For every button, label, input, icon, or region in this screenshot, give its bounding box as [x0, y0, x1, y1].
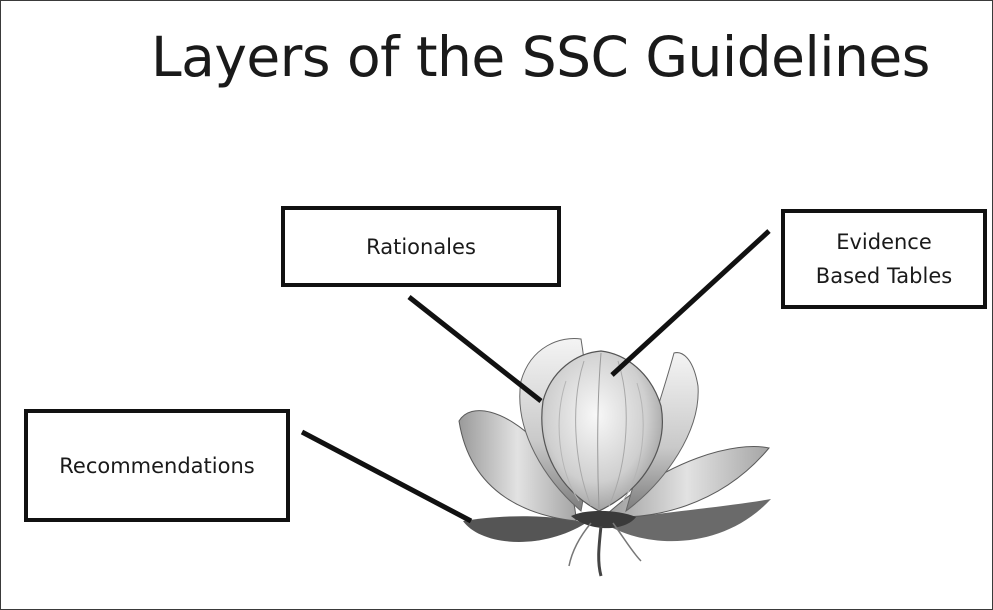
lotus-petal	[601, 499, 771, 542]
slide-title: Layers of the SSC Guidelines	[151, 25, 930, 89]
rationales-box: Rationales	[281, 206, 561, 287]
recommendations-box: Recommendations	[24, 409, 290, 522]
connector-line-recommendations	[300, 429, 473, 524]
connector-line-evidence	[610, 229, 771, 377]
lotus-flower-icon	[458, 338, 771, 577]
lotus-stem	[571, 510, 636, 529]
lotus-petal	[463, 516, 586, 542]
lotus-bud	[541, 350, 663, 512]
connector-line-rationales	[407, 295, 543, 403]
evidence-based-tables-box: Evidence Based Tables	[781, 209, 987, 309]
